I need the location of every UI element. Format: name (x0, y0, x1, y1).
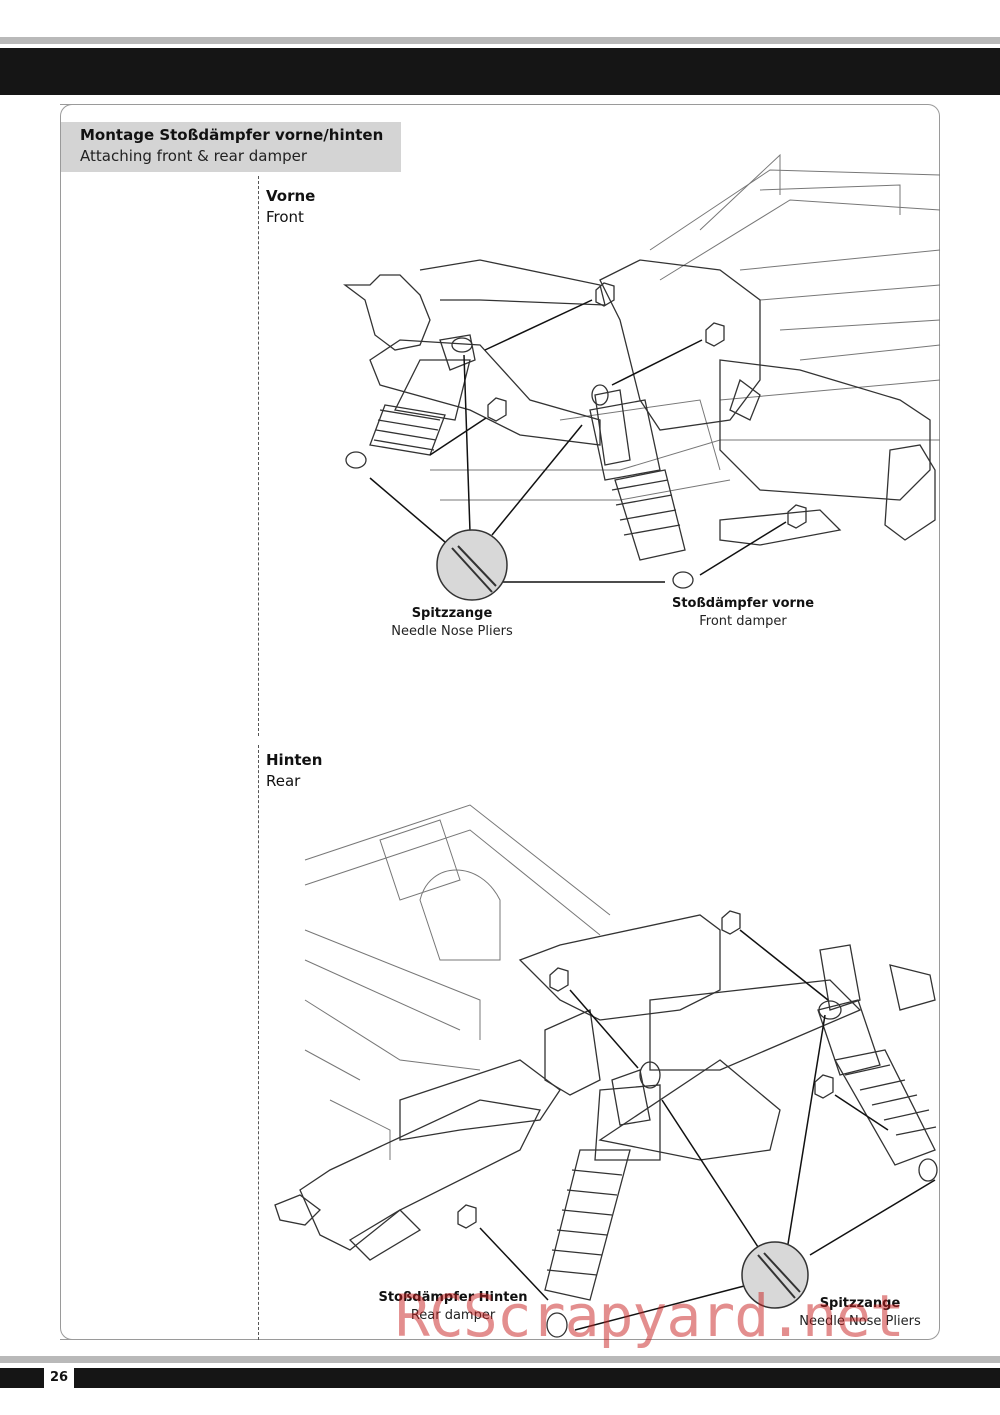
needle-nose-pliers-icon (436, 529, 508, 601)
rear-part-label-german: Stoßdämpfer Hinten (378, 1290, 528, 1305)
section-title-german: Montage Stoßdämpfer vorne/hinten (80, 126, 384, 144)
rear-heading-english: Rear (266, 772, 301, 790)
rear-damper-right (817, 999, 938, 1182)
content-frame-left (60, 104, 82, 1340)
front-nut-1 (595, 282, 615, 307)
rear-damper-left (544, 1061, 661, 1338)
rear-heading-german: Hinten (266, 751, 323, 769)
section-title-english: Attaching front & rear damper (80, 147, 308, 165)
front-nut-4 (787, 504, 807, 529)
front-part-label-german: Stoßdämpfer vorne (671, 596, 815, 611)
header-black-bar (0, 48, 1000, 95)
page-number: 26 (44, 1368, 74, 1388)
rear-tool-label-english: Needle Nose Pliers (799, 1314, 921, 1329)
front-part-label-english: Front damper (699, 614, 787, 629)
rear-nut-3 (814, 1074, 834, 1099)
needle-nose-pliers-icon (741, 1241, 809, 1309)
watermark: RCScrapyard.net (395, 1282, 905, 1350)
rear-divider-line (258, 745, 259, 1340)
front-heading-german: Vorne (266, 187, 316, 205)
rear-nut-4 (457, 1204, 477, 1229)
front-nut-2 (705, 322, 725, 347)
footer-black-bar (0, 1368, 1000, 1388)
front-heading-english: Front (266, 208, 304, 226)
section-title-box (61, 122, 401, 172)
rear-tool-label-german: Spitzzange (819, 1296, 901, 1311)
content-frame (60, 104, 940, 1340)
front-nut-3 (487, 397, 507, 422)
rear-part-label-english: Rear damper (410, 1308, 496, 1323)
front-damper-right (589, 384, 694, 589)
rear-nut-2 (549, 967, 569, 992)
front-tool-label-english: Needle Nose Pliers (391, 624, 513, 639)
front-damper-illustration (343, 153, 941, 601)
front-divider-line (258, 176, 259, 736)
footer-grey-stripe (0, 1356, 1000, 1363)
front-tool-label-german: Spitzzange (411, 606, 493, 621)
rear-nut-1 (721, 910, 741, 935)
header-grey-stripe (0, 37, 1000, 44)
